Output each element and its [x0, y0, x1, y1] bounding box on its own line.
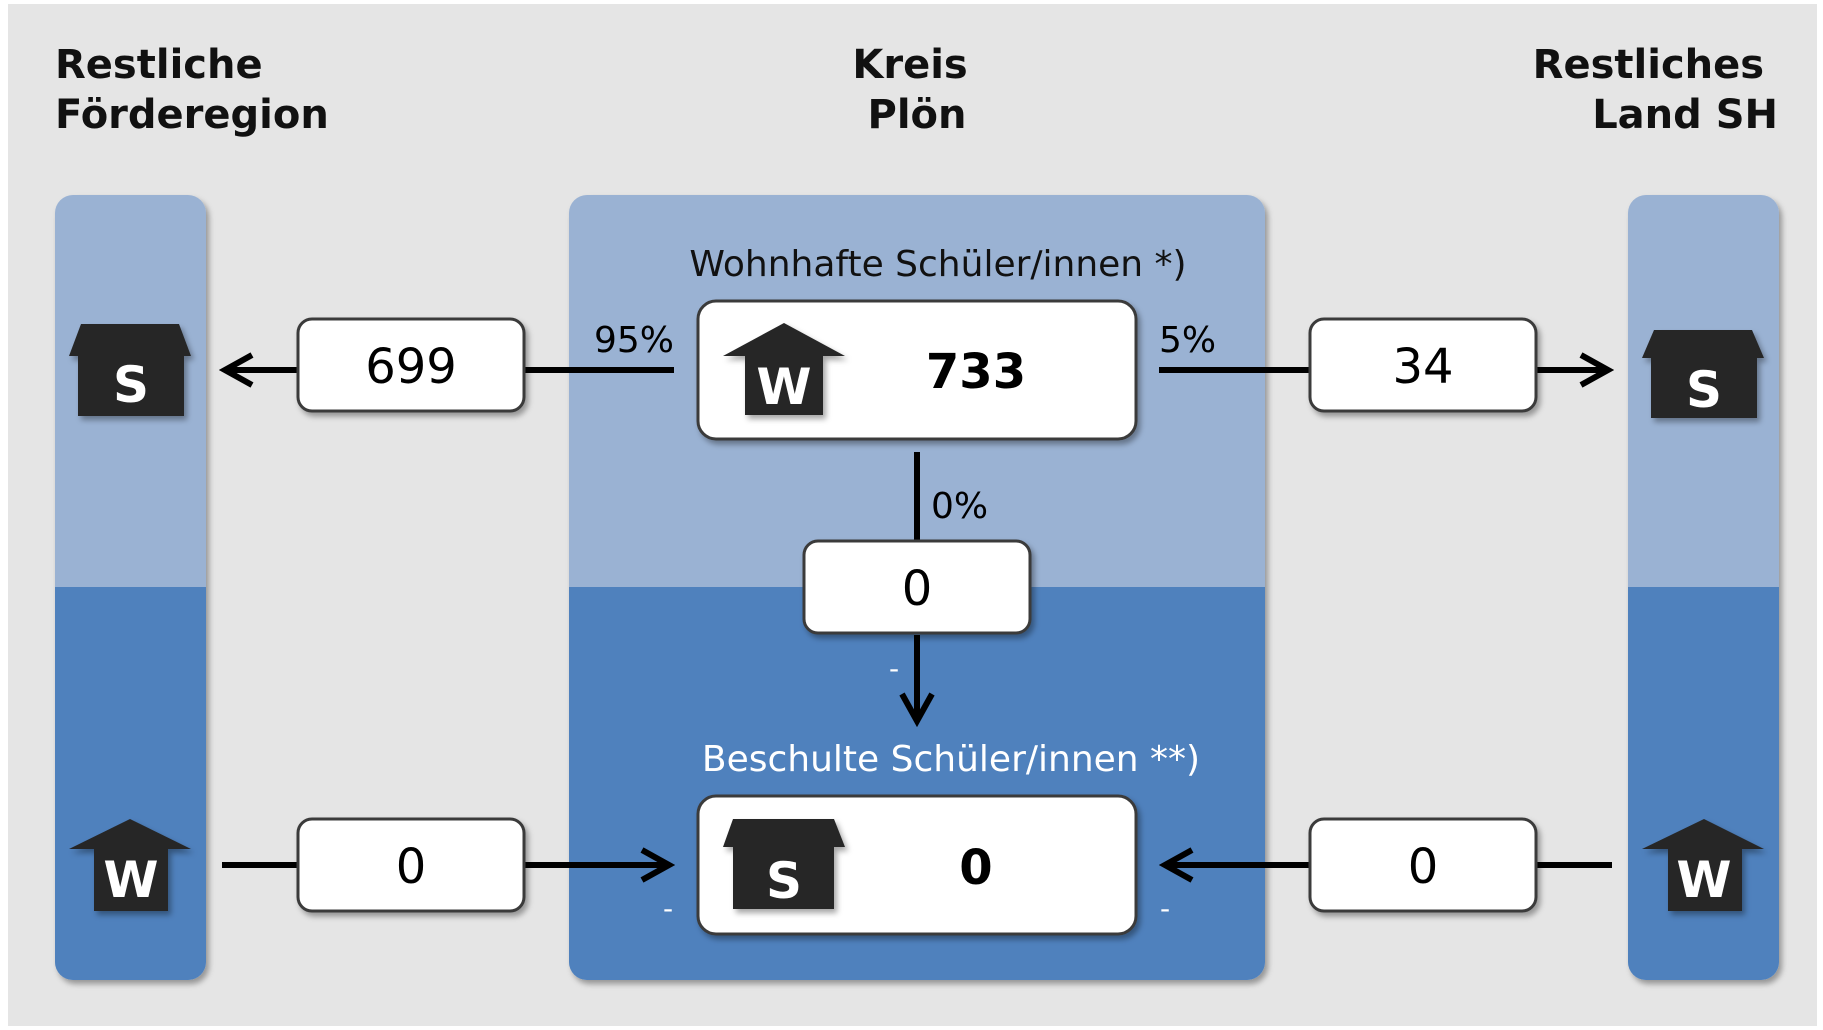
- left-title-line-2: Förderegion: [55, 92, 329, 138]
- value-box-from-left: 0: [296, 817, 526, 913]
- wohnhafte-box: W 733: [696, 299, 1138, 441]
- to-left-value: 699: [365, 339, 457, 395]
- svg-text:S: S: [766, 852, 802, 910]
- beschulte-box: S 0: [696, 794, 1138, 936]
- wohnhafte-value: 733: [926, 344, 1026, 400]
- home-icon: W: [723, 323, 845, 416]
- home-icon: W: [69, 819, 191, 911]
- svg-text:W: W: [756, 358, 811, 416]
- home-icon: W: [1642, 819, 1764, 911]
- beschulte-value: 0: [959, 840, 992, 896]
- left-region-title: Restliche Förderegion: [55, 42, 329, 138]
- center-region-title: Kreis Plön: [852, 42, 981, 138]
- wohnhafte-label: Wohnhafte Schüler/innen *): [689, 244, 1186, 285]
- school-icon: S: [69, 324, 191, 416]
- right-region-title: Restliches Land SH: [1533, 42, 1778, 138]
- value-box-to-left: 699: [296, 317, 526, 413]
- school-icon: S: [723, 819, 845, 910]
- right-title-line-2: Land SH: [1592, 92, 1778, 138]
- value-box-internal: 0: [802, 539, 1032, 635]
- internal-pct: 0%: [931, 486, 988, 527]
- from-left-value: 0: [396, 839, 427, 895]
- from-right-value: 0: [1408, 839, 1439, 895]
- center-title-line-1: Kreis: [852, 42, 967, 88]
- value-box-from-right: 0: [1308, 817, 1538, 913]
- to-right-pct: 5%: [1159, 320, 1216, 361]
- value-box-to-right: 34: [1308, 317, 1538, 413]
- center-title-line-2: Plön: [868, 92, 967, 138]
- school-icon: S: [1642, 330, 1764, 419]
- from-left-dash: -: [663, 892, 673, 925]
- left-title-line-1: Restliche: [55, 42, 263, 88]
- svg-text:W: W: [103, 851, 158, 909]
- from-right-dash: -: [1160, 892, 1170, 925]
- svg-text:S: S: [113, 356, 149, 414]
- to-right-value: 34: [1392, 339, 1453, 395]
- svg-text:S: S: [1686, 361, 1722, 419]
- internal-dash: -: [889, 652, 899, 685]
- to-left-pct: 95%: [594, 320, 674, 361]
- internal-value: 0: [902, 561, 933, 617]
- beschulte-label: Beschulte Schüler/innen **): [702, 739, 1200, 780]
- svg-text:W: W: [1676, 851, 1731, 909]
- right-title-line-1: Restliches: [1533, 42, 1764, 88]
